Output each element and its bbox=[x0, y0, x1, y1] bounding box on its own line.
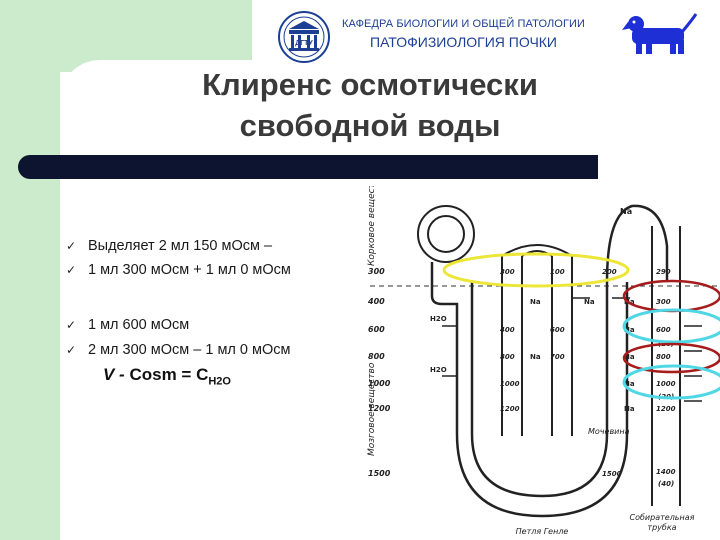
duct-label: Собирательная bbox=[630, 513, 695, 522]
glomerulus bbox=[418, 206, 474, 262]
list-item: ✓2 мл 300 мОсм – 1 мл 0 мОсм bbox=[66, 342, 290, 358]
duct-label: трубка bbox=[647, 523, 676, 532]
tubule-value: 1000 bbox=[500, 380, 520, 388]
urea-label: Мочевина bbox=[588, 427, 630, 436]
title-divider bbox=[18, 155, 598, 179]
bullet-text: 2 мл 300 мОсм – 1 мл 0 мОсм bbox=[88, 342, 290, 358]
checkmark-icon: ✓ bbox=[66, 263, 88, 277]
checkmark-icon: ✓ bbox=[66, 343, 88, 357]
left-value: 400 bbox=[367, 297, 385, 306]
university-logo: ДГТУ bbox=[277, 10, 331, 64]
clearance-formula: V - Cosm = CH2O bbox=[103, 365, 231, 387]
slide-title: Клиренс осмотически свободной воды bbox=[150, 64, 590, 146]
loop-label: Петля Генле bbox=[516, 527, 569, 536]
h2o-label: H2O bbox=[430, 366, 447, 374]
tubule-value: 700 bbox=[550, 353, 565, 361]
duct-value: 290 bbox=[656, 268, 671, 276]
bullet-text: 1 мл 300 мОсм + 1 мл 0 мОсм bbox=[88, 262, 291, 278]
tubule-value: 400 bbox=[500, 326, 515, 334]
department-name: КАФЕДРА БИОЛОГИИ И ОБЩЕЙ ПАТОЛОГИИ bbox=[342, 18, 612, 30]
checkmark-icon: ✓ bbox=[66, 318, 88, 332]
duct-value: 600 bbox=[656, 326, 671, 334]
na-label: Na bbox=[530, 298, 541, 306]
tubule-value: 600 bbox=[550, 326, 565, 334]
bullet-text: 1 мл 600 мОсм bbox=[88, 317, 189, 333]
tubule-value: 100 bbox=[550, 268, 565, 276]
tubule-value: 1200 bbox=[500, 405, 520, 413]
left-value: 800 bbox=[368, 352, 385, 361]
na-label: Na bbox=[620, 207, 632, 216]
duct-value: 1400 bbox=[656, 468, 676, 476]
left-value: 300 bbox=[368, 267, 385, 276]
na-label: Na bbox=[624, 405, 635, 413]
cortex-label: Корковое вещество bbox=[367, 186, 377, 266]
duct-value: 800 bbox=[656, 353, 671, 361]
left-value: 600 bbox=[368, 325, 385, 334]
duct-value: 1000 bbox=[656, 380, 676, 388]
bullet-text: Выделяет 2 мл 150 мОсм – bbox=[88, 238, 272, 254]
duct-value: 1200 bbox=[656, 405, 676, 413]
highlight-red bbox=[624, 344, 720, 372]
title-line-1: Клиренс осмотически bbox=[150, 64, 590, 105]
side-decoration bbox=[0, 0, 60, 540]
left-value: 1200 bbox=[368, 404, 391, 413]
tubule-value: 200 bbox=[602, 268, 617, 276]
na-label: Na bbox=[530, 353, 541, 361]
list-item: ✓1 мл 600 мОсм bbox=[66, 317, 189, 333]
dachshund-icon bbox=[622, 10, 698, 56]
nephron-diagram: Корковое вещество Мозговое вещество 300 … bbox=[362, 186, 720, 540]
title-line-2: свободной воды bbox=[150, 105, 590, 146]
formula-subscript: H2O bbox=[208, 375, 231, 387]
highlight-cyan bbox=[624, 310, 720, 342]
tubule-value: 300 bbox=[500, 268, 515, 276]
left-value: 1500 bbox=[368, 469, 391, 478]
list-item: ✓Выделяет 2 мл 150 мОсм – bbox=[66, 238, 272, 254]
list-item: ✓1 мл 300 мОсм + 1 мл 0 мОсм bbox=[66, 262, 291, 278]
logo-text: ДГТУ bbox=[295, 40, 313, 47]
highlight-yellow bbox=[444, 254, 628, 286]
formula-body: Cosm = C bbox=[125, 365, 209, 384]
na-label: Na bbox=[584, 298, 595, 306]
duct-value: 300 bbox=[656, 298, 671, 306]
subject-name: ПАТОФИЗИОЛОГИЯ ПОЧКИ bbox=[370, 34, 610, 50]
left-value: 1000 bbox=[368, 379, 391, 388]
h2o-label: H2O bbox=[430, 315, 447, 323]
tubule-value: 1500 bbox=[602, 470, 622, 478]
duct-value: (40) bbox=[658, 480, 674, 488]
tubule-value: 800 bbox=[500, 353, 515, 361]
checkmark-icon: ✓ bbox=[66, 239, 88, 253]
formula-volume: V - bbox=[103, 365, 125, 384]
